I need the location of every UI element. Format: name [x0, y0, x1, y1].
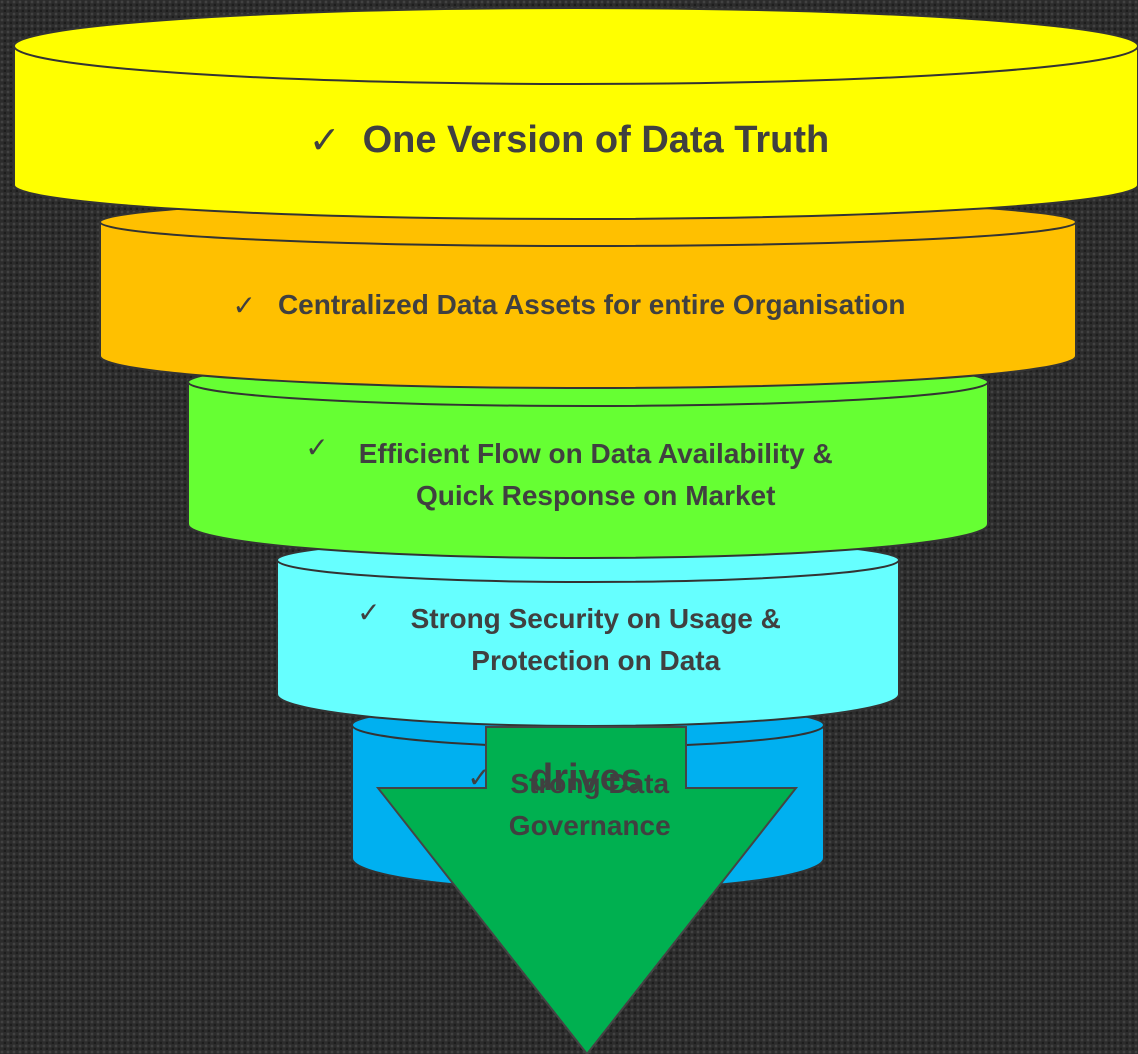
check-icon: ✓ [357, 597, 381, 628]
layer-5-label: Strong Data Governance [509, 763, 671, 847]
layer-2-label: Centralized Data Assets for entire Organ… [277, 289, 906, 320]
layer-1-text: ✓ One Version of Data Truth [0, 100, 1138, 180]
check-icon: ✓ [232, 289, 256, 321]
layer-3-shape [187, 381, 989, 559]
layer-1-label: One Version of Data Truth [362, 118, 830, 161]
check-icon: ✓ [305, 432, 329, 463]
layer-2-shape [99, 221, 1077, 389]
layer-1-top-ellipse [13, 7, 1138, 85]
layer-4-label: Strong Security on Usage & Protection on… [411, 598, 781, 682]
layer-3-label: Efficient Flow on Data Availability & Qu… [359, 433, 833, 517]
layer-2-text: ✓ Centralized Data Assets for entire Org… [0, 270, 1138, 340]
layer-5-line-2: Governance [508, 810, 671, 841]
layer-4-line-1: Strong Security on Usage & [410, 603, 781, 634]
layer-3-line-1: Efficient Flow on Data Availability & [358, 438, 833, 469]
layer-5-line-1: Strong Data [510, 768, 670, 799]
layer-5-text: ✓ Strong Data Governance [0, 755, 1138, 855]
layer-3-line-2: Quick Response on Market [416, 480, 776, 511]
layer-1-shape [13, 45, 1138, 220]
funnel-layer-1 [13, 7, 1138, 220]
check-icon: ✓ [467, 762, 491, 793]
layer-3-text: ✓ Efficient Flow on Data Availability & … [0, 425, 1138, 525]
layer-4-text: ✓ Strong Security on Usage & Protection … [0, 590, 1138, 690]
arrow-label: drives [530, 756, 642, 799]
down-arrow-icon [375, 726, 799, 1054]
layer-4-shape [276, 559, 900, 727]
check-icon: ✓ [308, 119, 341, 162]
layer-4-line-2: Protection on Data [471, 645, 721, 676]
